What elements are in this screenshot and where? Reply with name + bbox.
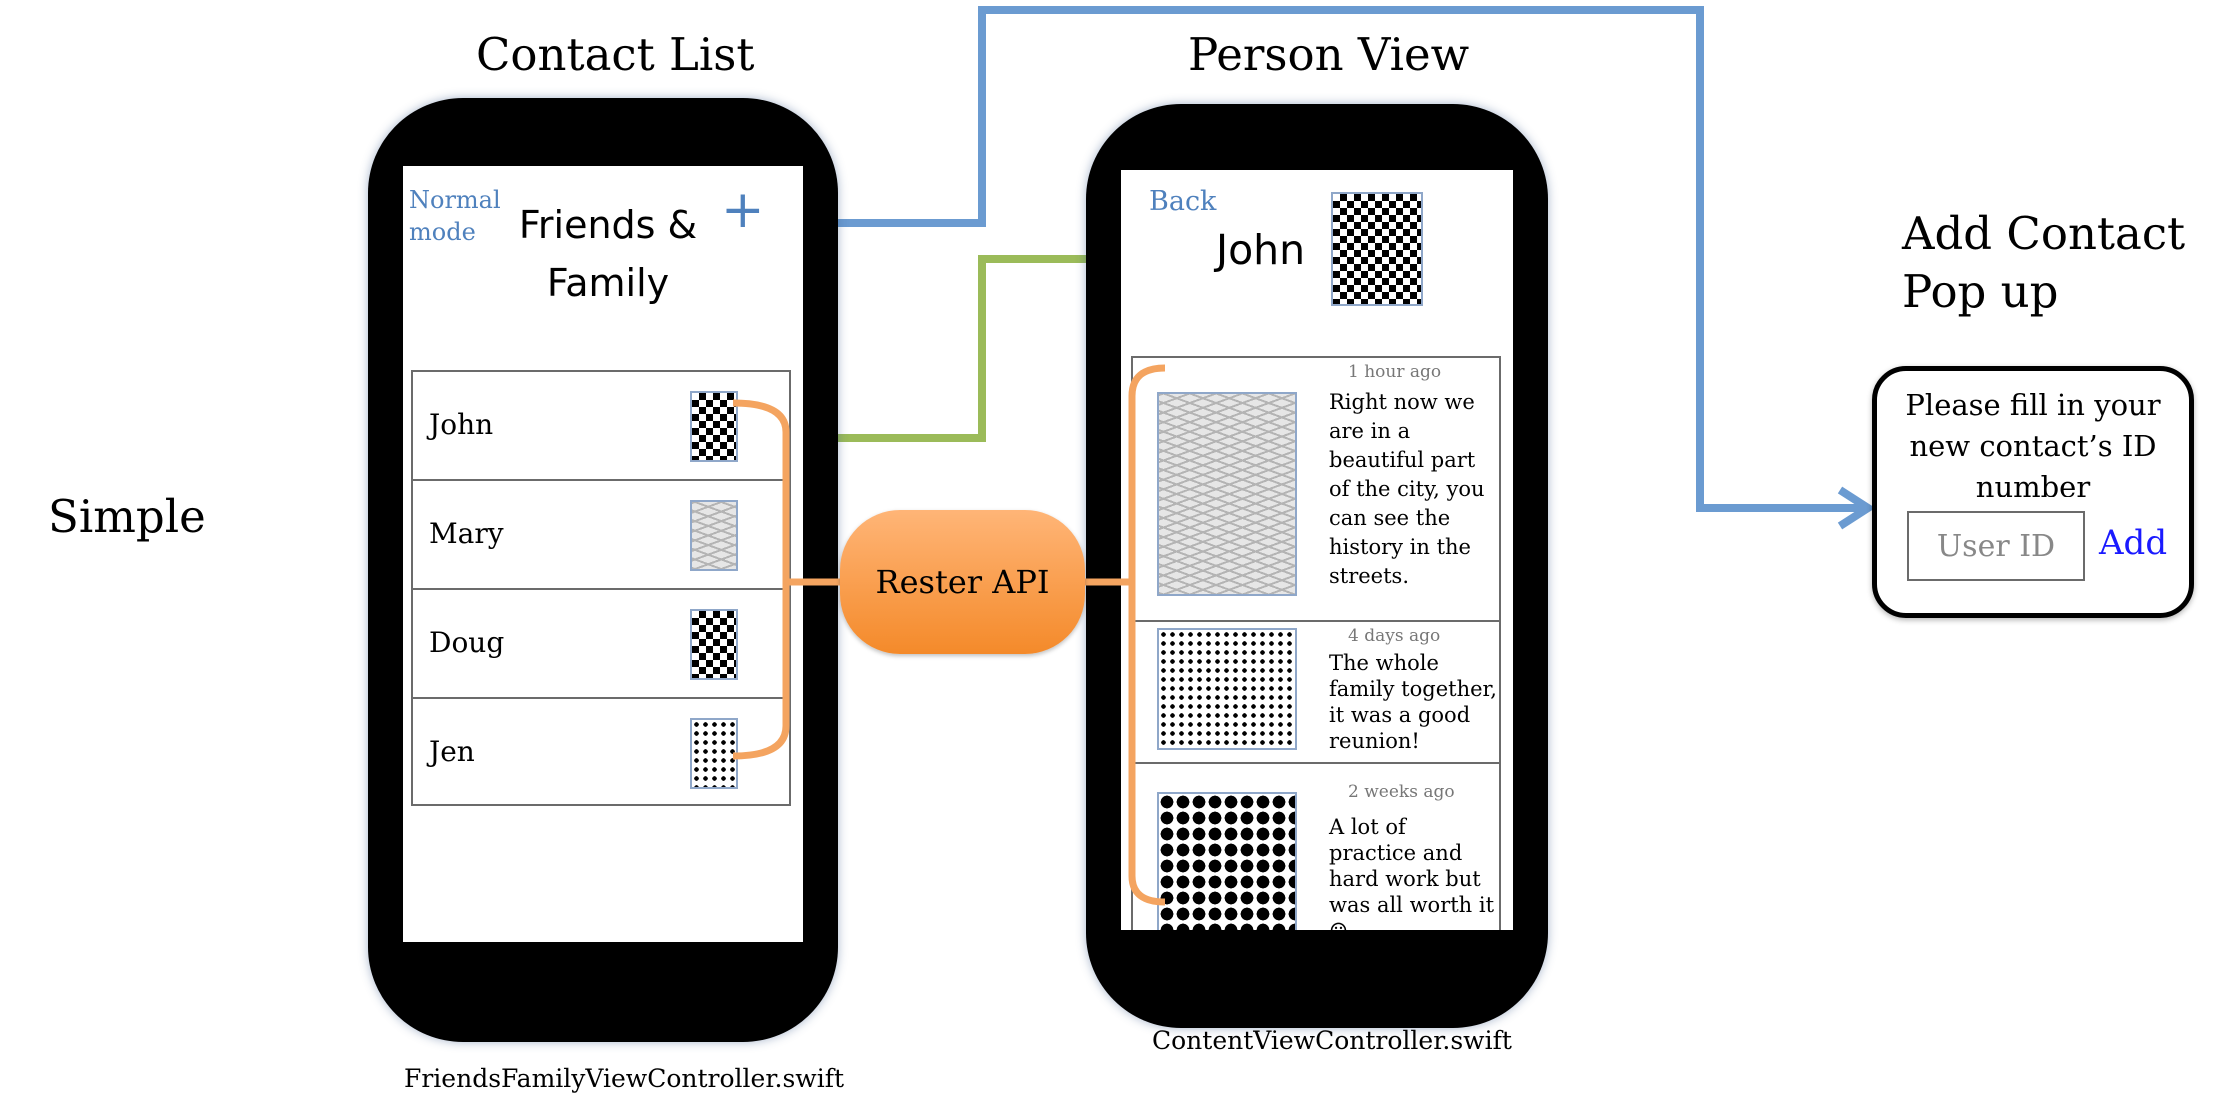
rester-api-node: Rester API bbox=[840, 510, 1085, 654]
contact-avatar bbox=[690, 500, 738, 571]
contact-avatar bbox=[690, 391, 738, 462]
mode-link[interactable]: Normal mode bbox=[409, 186, 501, 246]
post-text: Right now we are in a beautiful part of … bbox=[1329, 390, 1485, 588]
back-link[interactable]: Back bbox=[1149, 186, 1217, 217]
user-id-input[interactable]: User ID bbox=[1907, 511, 2085, 581]
person-view-heading: Person View bbox=[1188, 28, 1470, 81]
contact-row-john[interactable]: John bbox=[413, 372, 789, 481]
contact-name: Mary bbox=[429, 517, 504, 550]
contact-list-bracket bbox=[732, 399, 790, 760]
person-view-screen: Back John 1 hour ago Right now we are in… bbox=[1121, 170, 1513, 930]
api-label: Rester API bbox=[875, 563, 1050, 601]
post-time: 1 hour ago bbox=[1348, 362, 1442, 382]
add-contact-popup: Please fill in your new contact’s ID num… bbox=[1872, 366, 2194, 618]
post-time: 4 days ago bbox=[1348, 626, 1441, 646]
contact-list-phone: Normal mode Friends & Family + John Mary… bbox=[368, 98, 838, 1042]
popup-prompt: Please fill in your new contact’s ID num… bbox=[1905, 388, 2161, 497]
plus-to-popup-connector bbox=[770, 6, 1865, 512]
post-item: 4 days ago The whole family together, it… bbox=[1133, 622, 1499, 764]
contact-name: Jen bbox=[429, 735, 475, 768]
person-view-phone: Back John 1 hour ago Right now we are in… bbox=[1086, 104, 1548, 1028]
contact-name: John bbox=[429, 408, 494, 441]
post-image bbox=[1157, 628, 1297, 750]
person-view-filename: ContentViewController.swift bbox=[1152, 1026, 1512, 1055]
popup-arrowhead bbox=[1837, 486, 1876, 530]
post-list-bracket bbox=[1128, 364, 1166, 906]
post-item: 2 weeks ago A lot of practice and hard w… bbox=[1133, 764, 1499, 930]
contact-row-doug[interactable]: Doug bbox=[413, 590, 789, 699]
page-title: Friends & Family bbox=[518, 203, 698, 305]
person-avatar bbox=[1331, 192, 1423, 306]
post-text: A lot of practice and hard work but was … bbox=[1329, 815, 1495, 930]
post-list: 1 hour ago Right now we are in a beautif… bbox=[1131, 356, 1501, 930]
contact-list-screen: Normal mode Friends & Family + John Mary… bbox=[403, 166, 803, 942]
contact-name: Doug bbox=[429, 626, 505, 659]
contact-list-heading: Contact List bbox=[476, 28, 755, 81]
side-label: Simple bbox=[48, 490, 206, 543]
post-text: The whole family together, it was a good… bbox=[1329, 651, 1497, 753]
post-item: 1 hour ago Right now we are in a beautif… bbox=[1133, 358, 1499, 622]
post-time: 2 weeks ago bbox=[1348, 782, 1455, 802]
post-image bbox=[1157, 392, 1297, 596]
add-button[interactable]: Add bbox=[2099, 523, 2168, 563]
post-image bbox=[1157, 792, 1297, 930]
contact-list: John Mary Doug Jen bbox=[411, 370, 791, 806]
contact-avatar bbox=[690, 609, 738, 680]
person-name: John bbox=[1216, 226, 1306, 274]
add-contact-heading: Add Contact Pop up bbox=[1902, 207, 2186, 318]
contact-row-mary[interactable]: Mary bbox=[413, 481, 789, 590]
plus-icon[interactable]: + bbox=[721, 180, 765, 240]
